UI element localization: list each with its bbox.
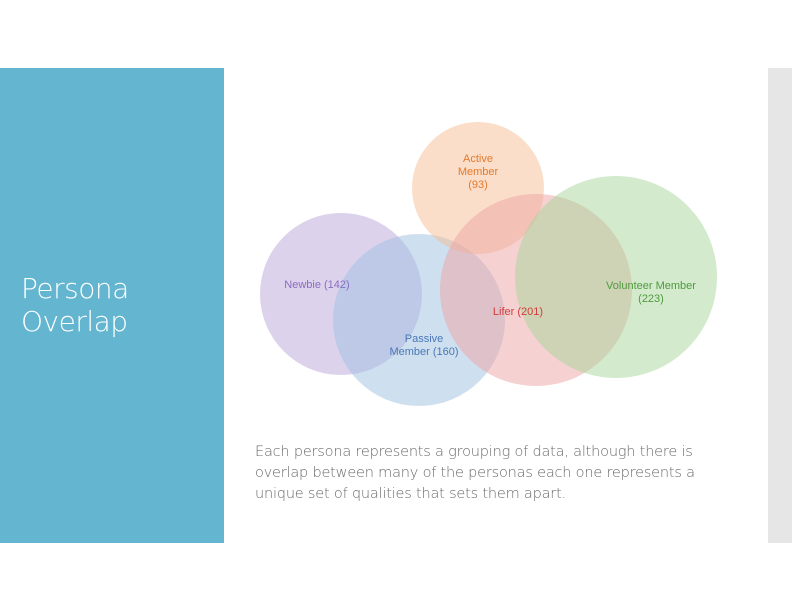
- venn-label-volunteer: Volunteer Member(223): [606, 280, 696, 305]
- venn-label-line: (93): [468, 179, 488, 191]
- venn-label-line: Member: [458, 166, 499, 178]
- venn-label-line: Active: [463, 153, 493, 165]
- slide-caption: Each persona represents a grouping of da…: [255, 444, 695, 502]
- slide-title-line-1: Persona: [21, 272, 129, 305]
- venn-label-line: Volunteer Member: [606, 280, 696, 292]
- venn-label-line: Member (160): [389, 346, 458, 358]
- title-panel: [0, 68, 224, 543]
- venn-circle-volunteer: [515, 176, 717, 378]
- slide-title: Persona Overlap: [21, 272, 211, 338]
- venn-label-line: Lifer (201): [493, 306, 543, 318]
- slide-title-line-2: Overlap: [21, 305, 128, 338]
- venn-label-line: (223): [638, 293, 664, 305]
- venn-label-newbie: Newbie (142): [284, 279, 349, 291]
- venn-label-line: Passive: [405, 333, 444, 345]
- venn-label-lifer: Lifer (201): [493, 306, 543, 318]
- right-side-strip: [768, 68, 792, 543]
- venn-label-line: Newbie (142): [284, 279, 349, 291]
